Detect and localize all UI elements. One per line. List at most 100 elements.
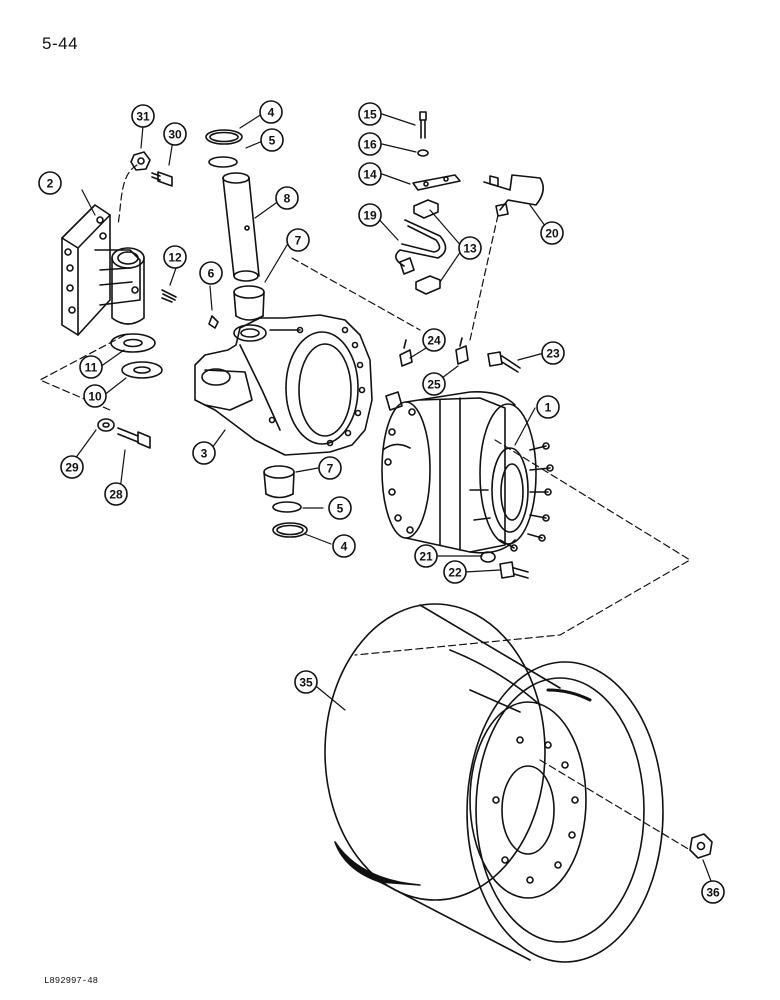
- callout-label: 23: [546, 346, 560, 360]
- callout-11: 11: [79, 355, 103, 379]
- callout-label: 28: [109, 487, 123, 501]
- callout-6: 6: [199, 261, 223, 285]
- bolt-part-30: [151, 171, 173, 187]
- callout-label: 36: [706, 885, 720, 899]
- callout-label: 13: [463, 241, 477, 255]
- callout-label: 4: [268, 105, 275, 119]
- callout-label: 24: [427, 333, 441, 347]
- callout-label: 10: [88, 389, 102, 403]
- page-number: 5-44: [42, 34, 79, 53]
- brake-line-part-20: [483, 174, 544, 217]
- callout-label: 6: [208, 266, 215, 280]
- callout-10: 10: [83, 384, 107, 408]
- callout-5: 5: [260, 128, 284, 152]
- callout-label: 15: [363, 107, 377, 121]
- callout-14: 14: [358, 162, 382, 186]
- callout-21: 21: [414, 544, 438, 568]
- callout-15: 15: [358, 102, 382, 126]
- callout-label: 16: [363, 137, 377, 151]
- nut-part-31: [130, 151, 151, 171]
- callout-1: 1: [536, 395, 560, 419]
- callout-31: 31: [131, 104, 155, 128]
- figure-id: L892997-48: [44, 976, 99, 986]
- callout-bubbles: 1234455677810111213141516192021222324252…: [38, 100, 725, 904]
- setscrew-part-12: [161, 289, 177, 303]
- washer-part-10: [121, 361, 163, 379]
- callout-22: 22: [443, 560, 467, 584]
- callout-label: 14: [363, 167, 377, 181]
- callout-5: 5: [328, 496, 352, 520]
- brake-line-part-19: [395, 219, 447, 275]
- washer-part-16: [417, 149, 429, 157]
- fitting-part-25-right: [455, 337, 469, 365]
- washer-part-11: [110, 333, 156, 353]
- callout-label: 31: [136, 109, 150, 123]
- callout-label: 35: [299, 675, 313, 689]
- washer-part-29: [97, 418, 115, 432]
- bolt-part-22: [499, 561, 529, 579]
- callout-20: 20: [540, 221, 564, 245]
- callout-28: 28: [104, 482, 128, 506]
- callout-label: 1: [545, 400, 552, 414]
- kingpin-part-8: [222, 172, 260, 282]
- callout-36: 36: [701, 880, 725, 904]
- wheel-rim-part-35: [324, 603, 664, 963]
- callout-35: 35: [294, 670, 318, 694]
- washer-part-21: [480, 551, 496, 563]
- snap-ring-part-4-lower: [272, 522, 308, 538]
- bushing-part-7-upper: [233, 285, 265, 321]
- block-part-13-upper: [413, 199, 439, 219]
- leader-lines: [71, 111, 712, 882]
- callout-label: 20: [545, 226, 559, 240]
- block-part-13-lower: [415, 275, 441, 295]
- callout-30: 30: [163, 122, 187, 146]
- callout-label: 22: [448, 565, 462, 579]
- cap-part-5-upper: [208, 156, 238, 168]
- callout-label: 29: [65, 460, 79, 474]
- callout-19: 19: [358, 203, 382, 227]
- bushing-part-7-lower: [263, 465, 295, 499]
- knuckle-housing-part-3: [194, 314, 373, 456]
- planetary-hub-part-1: [381, 390, 554, 554]
- callout-2: 2: [38, 171, 62, 195]
- callout-label: 5: [269, 133, 276, 147]
- callout-label: 7: [327, 461, 334, 475]
- callout-label: 25: [427, 377, 441, 391]
- callout-label: 11: [85, 360, 98, 374]
- callout-label: 3: [201, 446, 208, 460]
- callout-label: 12: [168, 250, 182, 264]
- callout-16: 16: [358, 132, 382, 156]
- snap-ring-part-4-upper: [205, 129, 243, 145]
- callout-label: 30: [168, 127, 182, 141]
- callout-label: 7: [295, 233, 302, 247]
- callout-label: 4: [341, 539, 348, 553]
- callout-7: 7: [318, 456, 342, 480]
- callout-label: 19: [363, 208, 377, 222]
- clamp-plate-part-14: [412, 174, 461, 191]
- callout-29: 29: [60, 455, 84, 479]
- callout-12: 12: [163, 245, 187, 269]
- nut-part-36: [689, 833, 713, 859]
- cap-part-5-lower: [272, 501, 302, 513]
- grease-fitting-part-6: [208, 315, 219, 329]
- callout-label: 5: [337, 501, 344, 515]
- callout-24: 24: [422, 328, 446, 352]
- callout-label: 8: [284, 191, 291, 205]
- fitting-part-25-left: [385, 391, 403, 411]
- callout-7: 7: [286, 228, 310, 252]
- callout-25: 25: [422, 372, 446, 396]
- callout-23: 23: [541, 341, 565, 365]
- assembly-lines: [39, 164, 691, 851]
- callout-4: 4: [259, 100, 283, 124]
- callout-13: 13: [458, 236, 482, 260]
- callout-label: 21: [419, 549, 433, 563]
- callout-8: 8: [275, 186, 299, 210]
- callout-4: 4: [332, 534, 356, 558]
- callout-label: 2: [47, 176, 54, 190]
- bolt-part-23: [487, 351, 521, 373]
- bolt-part-15: [419, 111, 427, 139]
- mounting-bracket-part-2: [61, 204, 145, 336]
- callout-3: 3: [192, 441, 216, 465]
